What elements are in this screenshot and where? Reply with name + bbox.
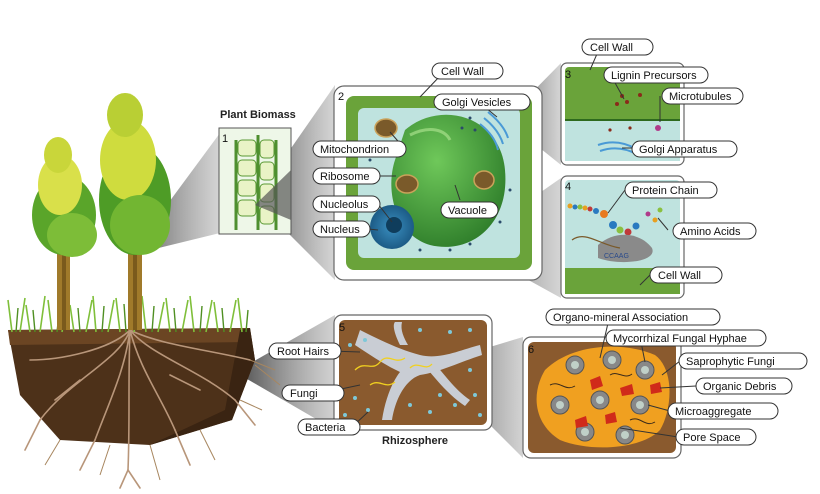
panel-4-number: 4 xyxy=(565,181,571,193)
svg-text:Nucleus: Nucleus xyxy=(320,224,360,236)
panel-1-number: 1 xyxy=(222,133,228,145)
svg-text:Amino Acids: Amino Acids xyxy=(680,226,741,238)
svg-text:Mitochondrion: Mitochondrion xyxy=(320,144,389,156)
svg-text:Vacuole: Vacuole xyxy=(448,205,487,217)
svg-text:Nucleolus: Nucleolus xyxy=(320,199,369,211)
label-organic-debris: Organic Debris xyxy=(695,377,793,395)
protein-chain-beads xyxy=(567,203,663,236)
label-saprophytic: Saprophytic Fungi xyxy=(678,352,808,370)
root-shape xyxy=(355,322,482,420)
label-golgi-apparatus: Golgi Apparatus xyxy=(631,140,738,158)
label-vacuole: Vacuole xyxy=(440,201,499,219)
svg-text:Cell Wall: Cell Wall xyxy=(658,270,701,282)
svg-text:Lignin Precursors: Lignin Precursors xyxy=(611,70,697,82)
label-fungi: Fungi xyxy=(281,384,345,402)
caption-plant-biomass: Plant Biomass xyxy=(220,109,296,121)
svg-text:Root Hairs: Root Hairs xyxy=(277,346,329,358)
panel-2: 2 xyxy=(333,85,543,281)
panel-3-number: 3 xyxy=(565,69,571,81)
svg-text:Microtubules: Microtubules xyxy=(669,91,732,103)
label-microaggregate: Microaggregate xyxy=(667,402,779,420)
label-mycorrhizal: Mycorrhizal Fungal Hyphae xyxy=(605,329,767,347)
label-organo-mineral: Organo-mineral Association xyxy=(545,308,721,326)
label-protein-chain: Protein Chain xyxy=(624,181,718,199)
svg-text:Organic Debris: Organic Debris xyxy=(703,381,777,393)
label-mitochondrion: Mitochondrion xyxy=(312,140,407,158)
label-cell-wall-4: Cell Wall xyxy=(649,266,723,284)
svg-text:Saprophytic Fungi: Saprophytic Fungi xyxy=(686,356,775,368)
svg-text:Mycorrhizal Fungal Hyphae: Mycorrhizal Fungal Hyphae xyxy=(613,333,747,345)
label-amino-acids: Amino Acids xyxy=(672,222,757,240)
tree-right xyxy=(99,93,171,330)
organic-debris-marks xyxy=(575,376,662,428)
label-pore-space: Pore Space xyxy=(675,428,757,446)
label-cell-wall-2: Cell Wall xyxy=(431,62,504,80)
panel-6: 6 xyxy=(522,336,682,459)
label-nucleus: Nucleus xyxy=(312,220,371,238)
label-bacteria: Bacteria xyxy=(297,418,361,436)
panel-3: 3 xyxy=(560,62,685,166)
label-microtubules: Microtubules xyxy=(661,87,744,105)
golgi-shape xyxy=(479,111,509,151)
panel-5: 5 xyxy=(333,314,493,431)
svg-text:Cell Wall: Cell Wall xyxy=(590,42,633,54)
panel-2-number: 2 xyxy=(338,91,344,103)
svg-text:Microaggregate: Microaggregate xyxy=(675,406,751,418)
svg-text:Bacteria: Bacteria xyxy=(305,422,346,434)
svg-text:Protein Chain: Protein Chain xyxy=(632,185,699,197)
label-nucleolus: Nucleolus xyxy=(312,195,381,213)
svg-text:Golgi Vesicles: Golgi Vesicles xyxy=(442,97,512,109)
label-cell-wall-3: Cell Wall xyxy=(581,38,654,56)
fungi-hyphae xyxy=(354,357,433,386)
panel-1: 1 xyxy=(218,127,292,235)
svg-text:Ribosome: Ribosome xyxy=(320,171,370,183)
svg-text:Organo-mineral Association: Organo-mineral Association xyxy=(553,312,688,324)
label-ribosome: Ribosome xyxy=(312,167,381,185)
dna-sequence: CCAAG xyxy=(604,253,629,260)
label-golgi-vesicles: Golgi Vesicles xyxy=(433,93,531,111)
panel-5-number: 5 xyxy=(339,322,345,334)
svg-text:Fungi: Fungi xyxy=(290,388,318,400)
svg-text:Pore Space: Pore Space xyxy=(683,432,740,444)
mitochondrion-shapes xyxy=(374,118,495,194)
caption-rhizosphere: Rhizosphere xyxy=(382,435,448,447)
svg-text:Cell Wall: Cell Wall xyxy=(441,66,484,78)
label-lignin-precursors: Lignin Precursors xyxy=(603,66,709,84)
label-root-hairs: Root Hairs xyxy=(268,342,342,360)
tree-left xyxy=(32,137,97,330)
soil-block xyxy=(7,295,281,489)
panel-6-number: 6 xyxy=(528,344,534,356)
svg-text:Golgi Apparatus: Golgi Apparatus xyxy=(639,144,718,156)
